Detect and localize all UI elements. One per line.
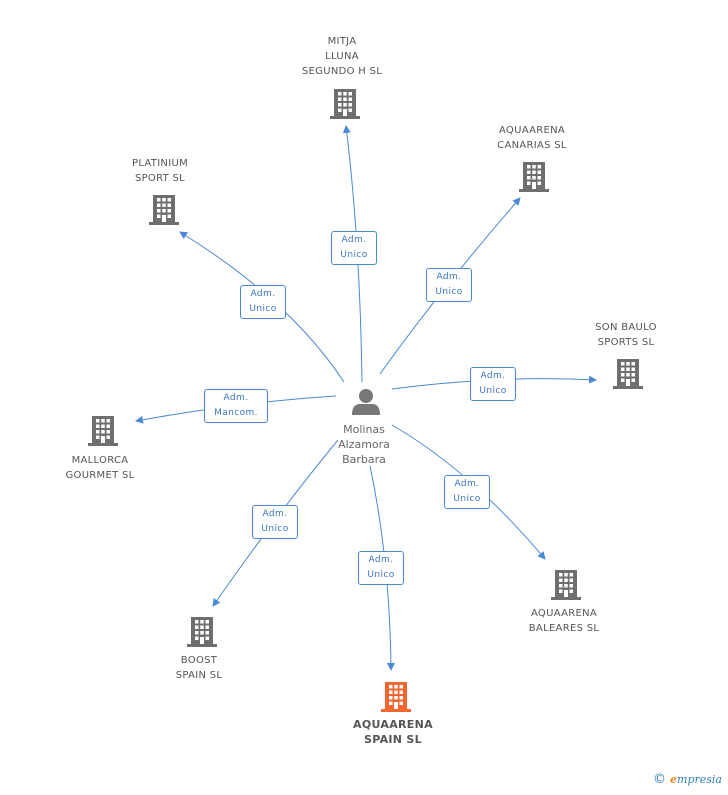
company-name-canarias[interactable]: AQUAARENA CANARIAS SL xyxy=(497,125,567,151)
person-icon[interactable] xyxy=(352,389,380,415)
role-label-sonbaulo: Adm. Unico xyxy=(470,367,516,401)
building-icon[interactable] xyxy=(519,162,549,192)
building-icon[interactable] xyxy=(330,89,360,119)
role-label-spain: Adm. Unico xyxy=(358,551,404,585)
building-icon[interactable] xyxy=(187,617,217,647)
building-icon[interactable] xyxy=(88,416,118,446)
building-icon[interactable] xyxy=(551,570,581,600)
company-name-spain[interactable]: AQUAARENA SPAIN SL xyxy=(353,718,433,746)
person-name[interactable]: Molinas Alzamora Barbara xyxy=(338,423,390,466)
company-name-sonbaulo[interactable]: SON BAULO SPORTS SL xyxy=(595,322,657,348)
brand-logo-e: e xyxy=(670,773,678,786)
company-name-boost[interactable]: BOOST SPAIN SL xyxy=(175,655,223,681)
company-name-mitja[interactable]: MITJA LLUNA SEGUNDO H SL xyxy=(301,36,383,77)
company-name-platinium[interactable]: PLATINIUM SPORT SL xyxy=(131,158,189,184)
role-label-baleares: Adm. Unico xyxy=(444,475,490,509)
building-icon[interactable] xyxy=(613,359,643,389)
building-icon[interactable] xyxy=(149,195,179,225)
role-label-mallorca: Adm. Mancom. xyxy=(204,389,268,423)
building-icon-highlight[interactable] xyxy=(381,682,411,712)
company-name-mallorca[interactable]: MALLORCA GOURMET SL xyxy=(65,455,135,481)
role-label-canarias: Adm. Unico xyxy=(426,268,472,302)
role-label-platinium: Adm. Unico xyxy=(240,285,286,319)
role-label-boost: Adm. Unico xyxy=(252,505,298,539)
brand-logo-text: mpresia xyxy=(677,773,722,786)
role-label-mitja: Adm. Unico xyxy=(331,231,377,265)
footer-brand[interactable]: ©empresia xyxy=(653,772,722,787)
company-name-baleares[interactable]: AQUAARENA BALEARES SL xyxy=(528,608,600,634)
copyright-icon: © xyxy=(653,772,667,787)
